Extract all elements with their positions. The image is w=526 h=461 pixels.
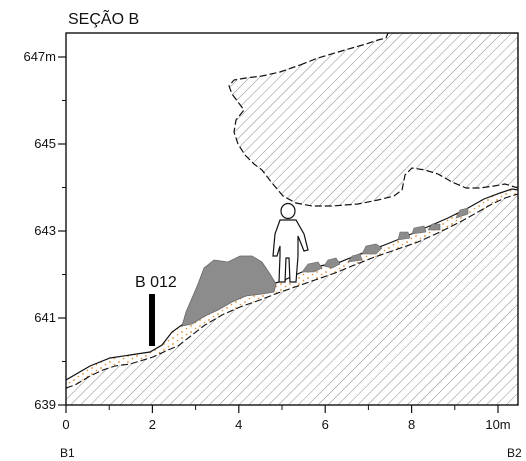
overhang-rock (228, 33, 518, 207)
y-tick-label-643: 643 (34, 223, 56, 238)
section-title: SEÇÃO B (68, 8, 139, 28)
gray-block-2 (323, 257, 341, 269)
gray-block-7 (427, 223, 441, 231)
x-tick-label-10: 10m (485, 417, 510, 432)
plot-frame (65, 32, 519, 406)
y-tick-label-639: 639 (34, 397, 56, 412)
x-axis: 0 2 4 6 8 10m (62, 405, 511, 432)
person-scale-figure (272, 202, 309, 283)
gray-block-3 (347, 253, 363, 263)
x-tick-label-0: 0 (62, 417, 69, 432)
gray-block-4 (361, 243, 383, 255)
y-tick-label-645: 645 (34, 136, 56, 151)
y-tick-label-641: 641 (34, 310, 56, 325)
sample-marker-bar (149, 294, 155, 346)
x-tick-label-8: 8 (408, 417, 415, 432)
y-tick-label-647: 647m (23, 49, 56, 64)
bedrock-contact-line (66, 193, 518, 389)
x-tick-label-4: 4 (235, 417, 242, 432)
gray-block-6 (411, 225, 427, 235)
x-tick-label-6: 6 (322, 417, 329, 432)
gray-block-5 (397, 231, 411, 241)
gray-block-large (181, 255, 277, 327)
gray-block-8 (455, 207, 469, 219)
section-end-label: B2 (507, 446, 522, 460)
bedrock-slope (66, 194, 518, 405)
gray-block-1 (301, 261, 323, 273)
sample-label: B 012 (135, 274, 177, 291)
section-start-label: B1 (60, 446, 75, 460)
y-axis: 639 641 643 645 647m (23, 49, 66, 412)
x-tick-label-2: 2 (149, 417, 156, 432)
